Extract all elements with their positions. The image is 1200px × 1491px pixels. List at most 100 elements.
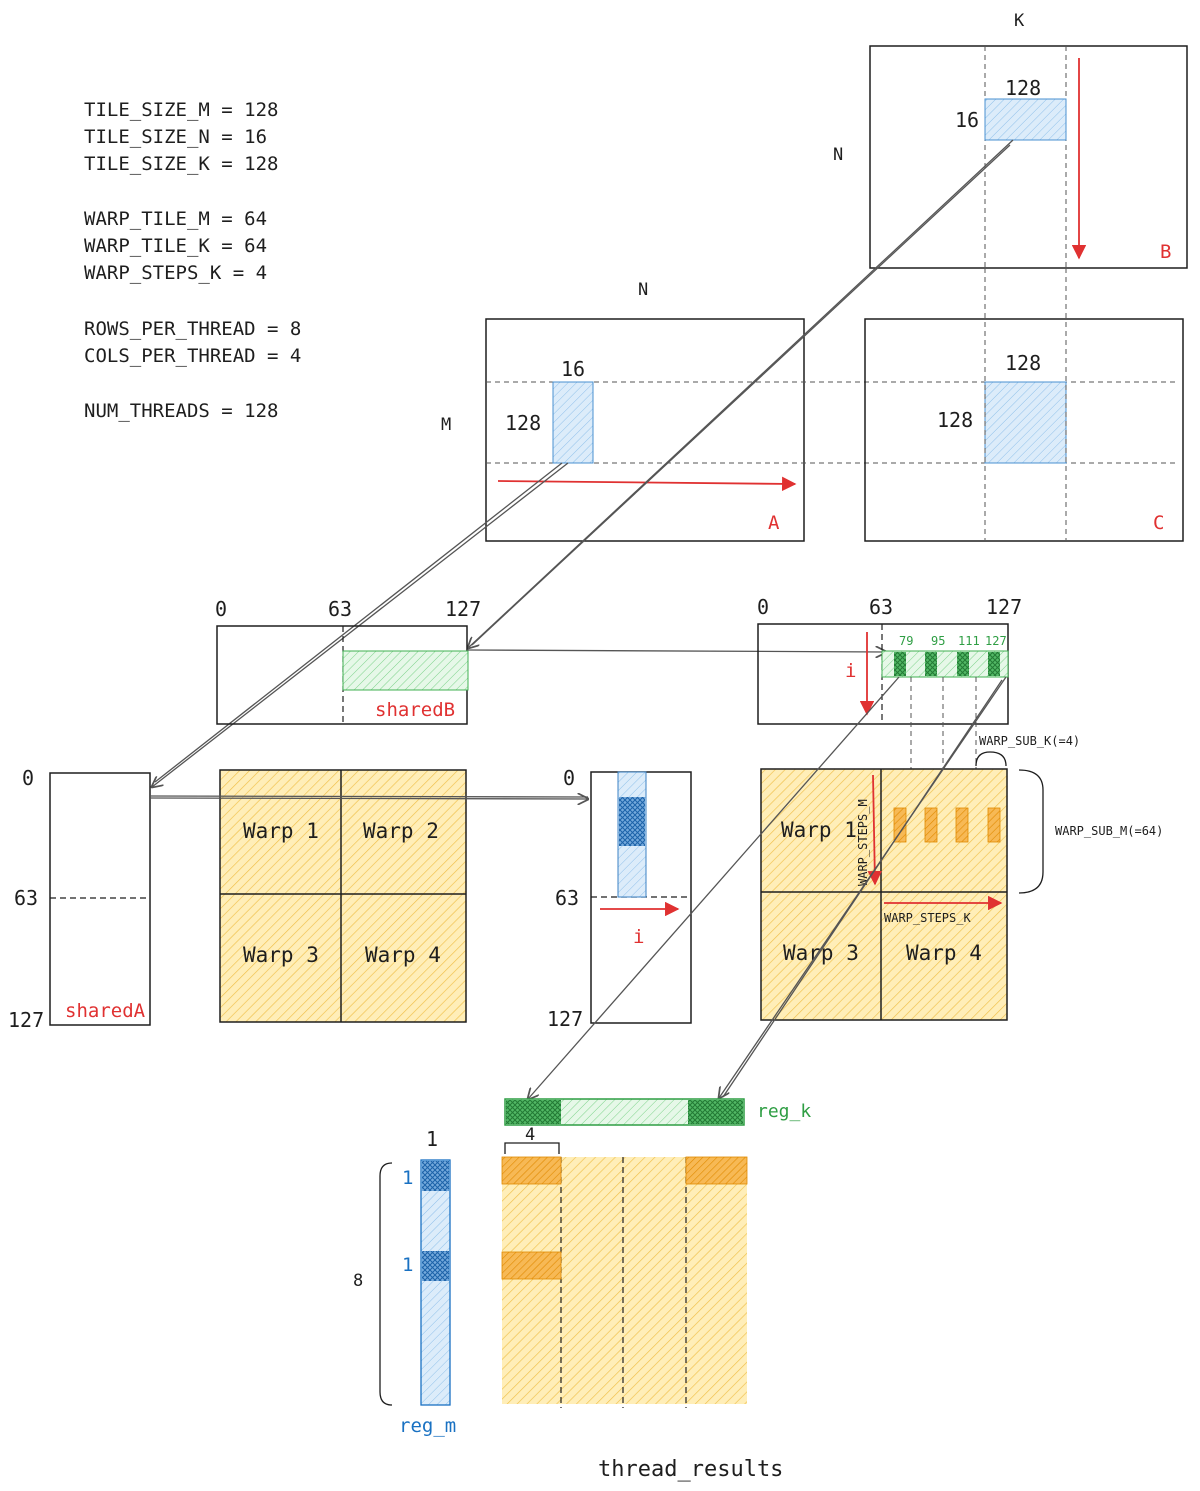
matrix-a-axis-left: M — [441, 415, 451, 435]
reg-m-height-brace — [379, 1162, 393, 1406]
matrix-b-tile-width: 128 — [1005, 76, 1041, 100]
reg-m-bar — [420, 1159, 451, 1406]
shared-a-tick-63: 63 — [14, 886, 38, 910]
param-rows-per-thread: ROWS_PER_THREAD = 8 — [84, 318, 301, 340]
warp-zoom-subtile-2 — [924, 807, 938, 843]
warp-steps-k-label: WARP_STEPS_K — [884, 911, 971, 925]
shared-a-tick-0: 0 — [22, 766, 34, 790]
warp-2-label: Warp 2 — [363, 819, 439, 843]
matrix-c: 128 128 C — [864, 268, 1184, 542]
param-cols-per-thread: COLS_PER_THREAD = 4 — [84, 345, 301, 367]
shared-b-zoom-subtick-111: 111 — [958, 634, 980, 648]
reg-m-top-label: 1 — [426, 1127, 438, 1151]
warp-sub-k-label: WARP_SUB_K(=4) — [979, 734, 1080, 748]
matrix-a-label: A — [768, 512, 780, 534]
shared-b-zoom-tick-0: 0 — [757, 595, 769, 619]
shared-b-tick-0: 0 — [215, 597, 227, 621]
warp-1-label: Warp 1 — [243, 819, 319, 843]
matrix-b: K N 128 16 B — [833, 11, 1188, 269]
matrix-c-tile — [984, 381, 1067, 464]
reg-m: 1 1 1 8 reg_m — [353, 1127, 456, 1437]
warp-3-label: Warp 3 — [243, 943, 319, 967]
warp-sub-m-label: WARP_SUB_M(=64) — [1055, 824, 1163, 838]
param-warp-tile-k: WARP_TILE_K = 64 — [84, 235, 267, 257]
warp-steps-m-arrow — [867, 774, 882, 886]
reg-m-chunk-mid — [422, 1251, 449, 1281]
thread-result-cell-top-left — [501, 1156, 562, 1185]
matrix-c-label: C — [1153, 512, 1164, 534]
warp-grid-box — [219, 769, 467, 1023]
reg-k: reg_k 4 — [504, 1098, 811, 1154]
shared-a-tick-127: 127 — [8, 1008, 44, 1032]
parameter-list: TILE_SIZE_M = 128 TILE_SIZE_N = 16 TILE_… — [84, 99, 301, 422]
matrix-a-box — [485, 318, 805, 542]
matrix-b-axis-top: K — [1014, 11, 1025, 31]
shared-b: 0 63 127 sharedB — [215, 597, 481, 725]
matrix-b-axis-left: N — [833, 145, 843, 165]
matrix-b-label: B — [1160, 241, 1171, 263]
shared-b-zoom-subtick-127: 127 — [985, 634, 1007, 648]
shared-b-zoom-tick-63: 63 — [869, 595, 893, 619]
param-num-threads: NUM_THREADS = 128 — [84, 400, 278, 422]
warp-zoom-subtile-1 — [893, 807, 907, 843]
shared-b-zoom-chunk-1 — [894, 652, 906, 676]
shared-b-tick-127: 127 — [445, 597, 481, 621]
shared-b-tick-63: 63 — [328, 597, 352, 621]
warp-zoom-1-label: Warp 1 — [781, 818, 857, 842]
matrix-c-tile-width: 128 — [1005, 351, 1041, 375]
shared-b-zoom-tick-127: 127 — [986, 595, 1022, 619]
reg-k-chunk-right — [688, 1100, 743, 1124]
shared-a-zoom-tick-127: 127 — [547, 1007, 583, 1031]
thread-results: thread_results — [501, 1156, 783, 1482]
shared-a-zoom-tick-0: 0 — [563, 766, 575, 790]
warp-zoom-subtile-4 — [987, 807, 1001, 843]
thread-result-cell-top-right — [685, 1156, 748, 1185]
reg-m-label: reg_m — [399, 1415, 456, 1437]
matrix-a-tile — [552, 381, 594, 464]
shared-a-zoom-tick-63: 63 — [555, 886, 579, 910]
reg-k-width-label: 4 — [525, 1125, 535, 1145]
reg-k-chunk-left — [506, 1100, 561, 1124]
reg-k-label: reg_k — [757, 1101, 811, 1122]
shared-b-zoom-chunk-3 — [957, 652, 969, 676]
shared-b-zoom-chunk-4 — [988, 652, 1000, 676]
thread-results-label: thread_results — [598, 1457, 783, 1482]
matrix-b-tile — [984, 98, 1067, 141]
reg-m-sub-label-1: 1 — [402, 1167, 413, 1189]
param-tile-size-m: TILE_SIZE_M = 128 — [84, 99, 278, 121]
shared-a-box — [49, 772, 151, 1026]
arrow-zoom-to-reg-k-left — [528, 676, 900, 1099]
matrix-a-tile-height: 128 — [505, 411, 541, 435]
arrow-b-tile-to-sharedB — [468, 139, 1014, 648]
param-warp-tile-m: WARP_TILE_M = 64 — [84, 208, 267, 230]
param-warp-steps-k: WARP_STEPS_K = 4 — [84, 262, 267, 284]
matrix-b-box — [869, 45, 1188, 269]
warp-sub-m-brace — [1018, 769, 1044, 894]
matrix-a: N M 16 128 A — [441, 280, 1178, 542]
thread-result-cell-mid-left — [501, 1251, 562, 1280]
reg-m-height-label: 8 — [353, 1271, 363, 1291]
warp-zoom-4-label: Warp 4 — [906, 941, 982, 965]
arrow-sharedA-to-zoom — [149, 798, 588, 799]
shared-b-zoom-subtick-95: 95 — [931, 634, 945, 648]
reg-k-width-bracket — [504, 1142, 560, 1154]
arrow-sharedB-to-zoom — [467, 650, 886, 652]
warp-4-label: Warp 4 — [365, 943, 441, 967]
param-tile-size-k: TILE_SIZE_K = 128 — [84, 153, 278, 175]
shared-a-zoom: 0 63 127 i — [547, 766, 692, 1031]
param-tile-size-n: TILE_SIZE_N = 16 — [84, 126, 267, 148]
shared-a-label: sharedA — [65, 1000, 146, 1022]
warp-zoom-3-label: Warp 3 — [783, 941, 859, 965]
shared-a-zoom-iter-label: i — [633, 926, 644, 948]
warp-zoom: Warp 1 Warp 3 Warp 4 WARP_STEPS_M WARP_S… — [760, 734, 1163, 1021]
shared-b-label: sharedB — [375, 699, 455, 721]
shared-b-zoom-iter-label: i — [845, 660, 856, 682]
shared-b-tile — [342, 650, 469, 691]
reg-m-sub-label-2: 1 — [402, 1254, 413, 1276]
shared-a-zoom-chunk — [619, 797, 645, 846]
warp-steps-m-label: WARP_STEPS_M — [856, 799, 870, 886]
arrow-a-tile-to-sharedA — [152, 462, 569, 787]
reg-m-chunk-top — [422, 1161, 449, 1191]
warp-grid: Warp 1 Warp 2 Warp 3 Warp 4 — [219, 769, 467, 1023]
